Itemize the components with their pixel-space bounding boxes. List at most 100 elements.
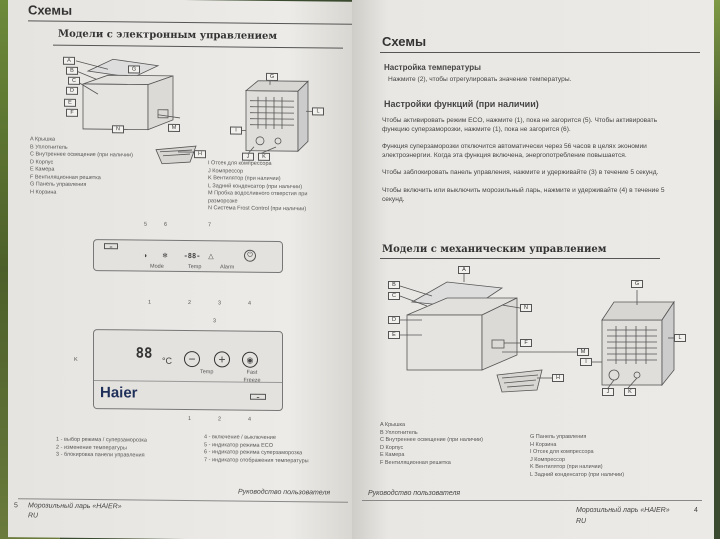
panel-number-3: 3 [213, 318, 217, 325]
diagram-label-a: A [63, 56, 75, 65]
left-footer-manual: Руководство пользователя [238, 488, 331, 497]
fast-freeze-button[interactable]: ◉ [242, 351, 258, 368]
top-panel-number-7: 7 [208, 222, 212, 229]
legend-item: G Панель управления [530, 434, 587, 440]
panel-temp-unit: °C [161, 355, 173, 366]
legend-item: N Система Frost Control (при наличии) [208, 205, 307, 213]
diagram-label-l: L [312, 107, 324, 116]
bottom-number-2: 2 [218, 416, 222, 423]
top-panel-number-2: 2 [188, 300, 192, 307]
mech-label-j: J [602, 388, 614, 396]
left-footer-title: Морозильный ларь «HAIER» [28, 502, 122, 511]
diagram-label-g-back: G [266, 72, 278, 81]
panel-k-label: K [74, 356, 78, 363]
left-page: Схемы Модели с электронным управлением [8, 0, 360, 539]
top-panel-caption-mode: Mode [150, 263, 164, 270]
function-text-1: Чтобы активировать режим ECO, нажмите (1… [382, 117, 658, 133]
function-text-3: Чтобы заблокировать панель управления, н… [382, 169, 659, 176]
right-footer-rule [362, 500, 702, 501]
eco-indicator-icon: ◑ [142, 252, 148, 260]
legend-item: A Крышка [380, 422, 406, 428]
diagram-label-b: B [66, 66, 78, 75]
mech-label-m: M [577, 348, 589, 356]
legend-item: J Компрессор [530, 456, 566, 463]
mech-label-b: B [388, 281, 400, 289]
right-page: Схемы Настройка температуры Нажмите (2),… [352, 0, 714, 539]
legend-item: H Корзина [530, 441, 557, 448]
mech-label-d: D [388, 316, 400, 324]
main-control-panel: 88 °C − + ◉ Temp Fast Freeze Haier ▪▪ [93, 329, 283, 412]
mech-label-k: K [624, 388, 636, 396]
top-power-button[interactable]: ⏻ [244, 249, 256, 262]
top-panel-caption-temp: Temp [188, 264, 202, 271]
mech-label-n: N [520, 304, 532, 312]
superfreeze-indicator-icon: ❄ [162, 252, 168, 260]
top-panel-number-3: 3 [218, 300, 222, 307]
diagram-label-c: C [68, 76, 80, 85]
top-panel-caption-alarm: Alarm [220, 264, 235, 271]
mech-label-h: H [552, 374, 564, 382]
diagram-label-d: D [66, 86, 78, 95]
top-panel-badge: ▪▪ [104, 243, 118, 250]
legend-item: I Отсек для компрессора [530, 449, 594, 455]
panel-temp-display: 88 [135, 345, 153, 362]
legend-item: L Задний конденсатор (при наличии) [530, 471, 625, 478]
electronic-freezer-diagram [75, 58, 313, 165]
legend-item: D Корпус [380, 444, 404, 451]
mech-legend-right-list: G Панель управления H Корзина I Отсек дл… [530, 434, 624, 479]
mechanical-freezer-diagram [399, 272, 675, 393]
diagram-label-e: E [64, 98, 76, 107]
left-page-number: 5 [14, 502, 18, 510]
top-panel-number-6: 6 [164, 221, 168, 228]
right-footer-title: Морозильный ларь «HAIER» [576, 507, 670, 514]
legend-item: H Корзина [30, 188, 57, 196]
left-footer-lang: RU [28, 512, 39, 520]
mechanical-models-title: Модели с механическим управлением [382, 244, 607, 255]
diagram-label-g: G [128, 65, 140, 74]
mech-label-f: F [520, 339, 532, 347]
right-footer-lang: RU [576, 518, 587, 525]
mech-label-i: I [580, 358, 592, 366]
notes-left-list: 1 - выбор режима / суперзаморозка 2 - из… [56, 437, 147, 460]
diagram-label-n: N [112, 125, 124, 134]
haier-logo: Haier [100, 384, 138, 402]
legend-item: B Уплотнитель [380, 429, 418, 436]
mech-label-l: L [674, 334, 686, 342]
top-panel-number-5: 5 [144, 221, 148, 228]
top-panel-number-4: 4 [248, 300, 252, 307]
legend-item: M Пробка водосливного отверстия при разм… [208, 190, 308, 205]
temp-plus-button[interactable]: + [214, 351, 230, 368]
legend-left-list: A Крышка B Уплотнитель C Внутреннее осве… [30, 136, 133, 197]
legend-item: F Вентиляционная решетка [380, 459, 451, 466]
note-item: 7 - индикатор отображения температуры [204, 456, 309, 464]
right-footer-manual: Руководство пользователя [368, 490, 461, 497]
diagram-label-f: F [66, 108, 78, 117]
legend-item: E Камера [380, 452, 405, 458]
function-settings-title: Настройки функций (при наличии) [384, 99, 539, 109]
legend-item: K Вентилятор (при наличии) [530, 464, 603, 470]
legend-item: C Внутреннее освещение (при наличии) [380, 437, 483, 443]
function-text-2: Функция суперзаморозки отключится автома… [382, 143, 647, 159]
right-page-number: 4 [694, 507, 698, 514]
mech-label-g: G [631, 280, 643, 288]
right-header-rule [380, 52, 700, 53]
mechanical-title-rule [380, 258, 660, 259]
top-control-panel: ▪▪ ◑ ❄ -88- △ ⏻ Mode Temp Alarm [93, 239, 283, 274]
alarm-indicator-icon: △ [208, 253, 214, 261]
diagram-label-m: M [168, 123, 180, 132]
panel-temp-label: Temp [200, 369, 214, 376]
top-panel-display: -88- [183, 251, 201, 261]
right-page-header: Схемы [382, 34, 427, 49]
mech-label-a: A [458, 266, 470, 274]
temp-minus-button[interactable]: − [184, 351, 200, 368]
mech-label-e: E [388, 331, 400, 339]
mech-label-c: C [388, 292, 400, 300]
function-text-4: Чтобы включить или выключить морозильный… [382, 187, 665, 203]
diagram-label-j: J [242, 152, 254, 161]
bottom-number-1: 1 [188, 416, 192, 423]
notes-right-list: 4 - включение / выключение 5 - индикатор… [204, 434, 309, 465]
diagram-label-h: H [194, 150, 206, 159]
legend-right-list: I Отсек для компрессора J Компрессор K В… [208, 160, 328, 214]
panel-badge: ▪▪ [250, 393, 266, 400]
bottom-number-4: 4 [248, 416, 252, 423]
